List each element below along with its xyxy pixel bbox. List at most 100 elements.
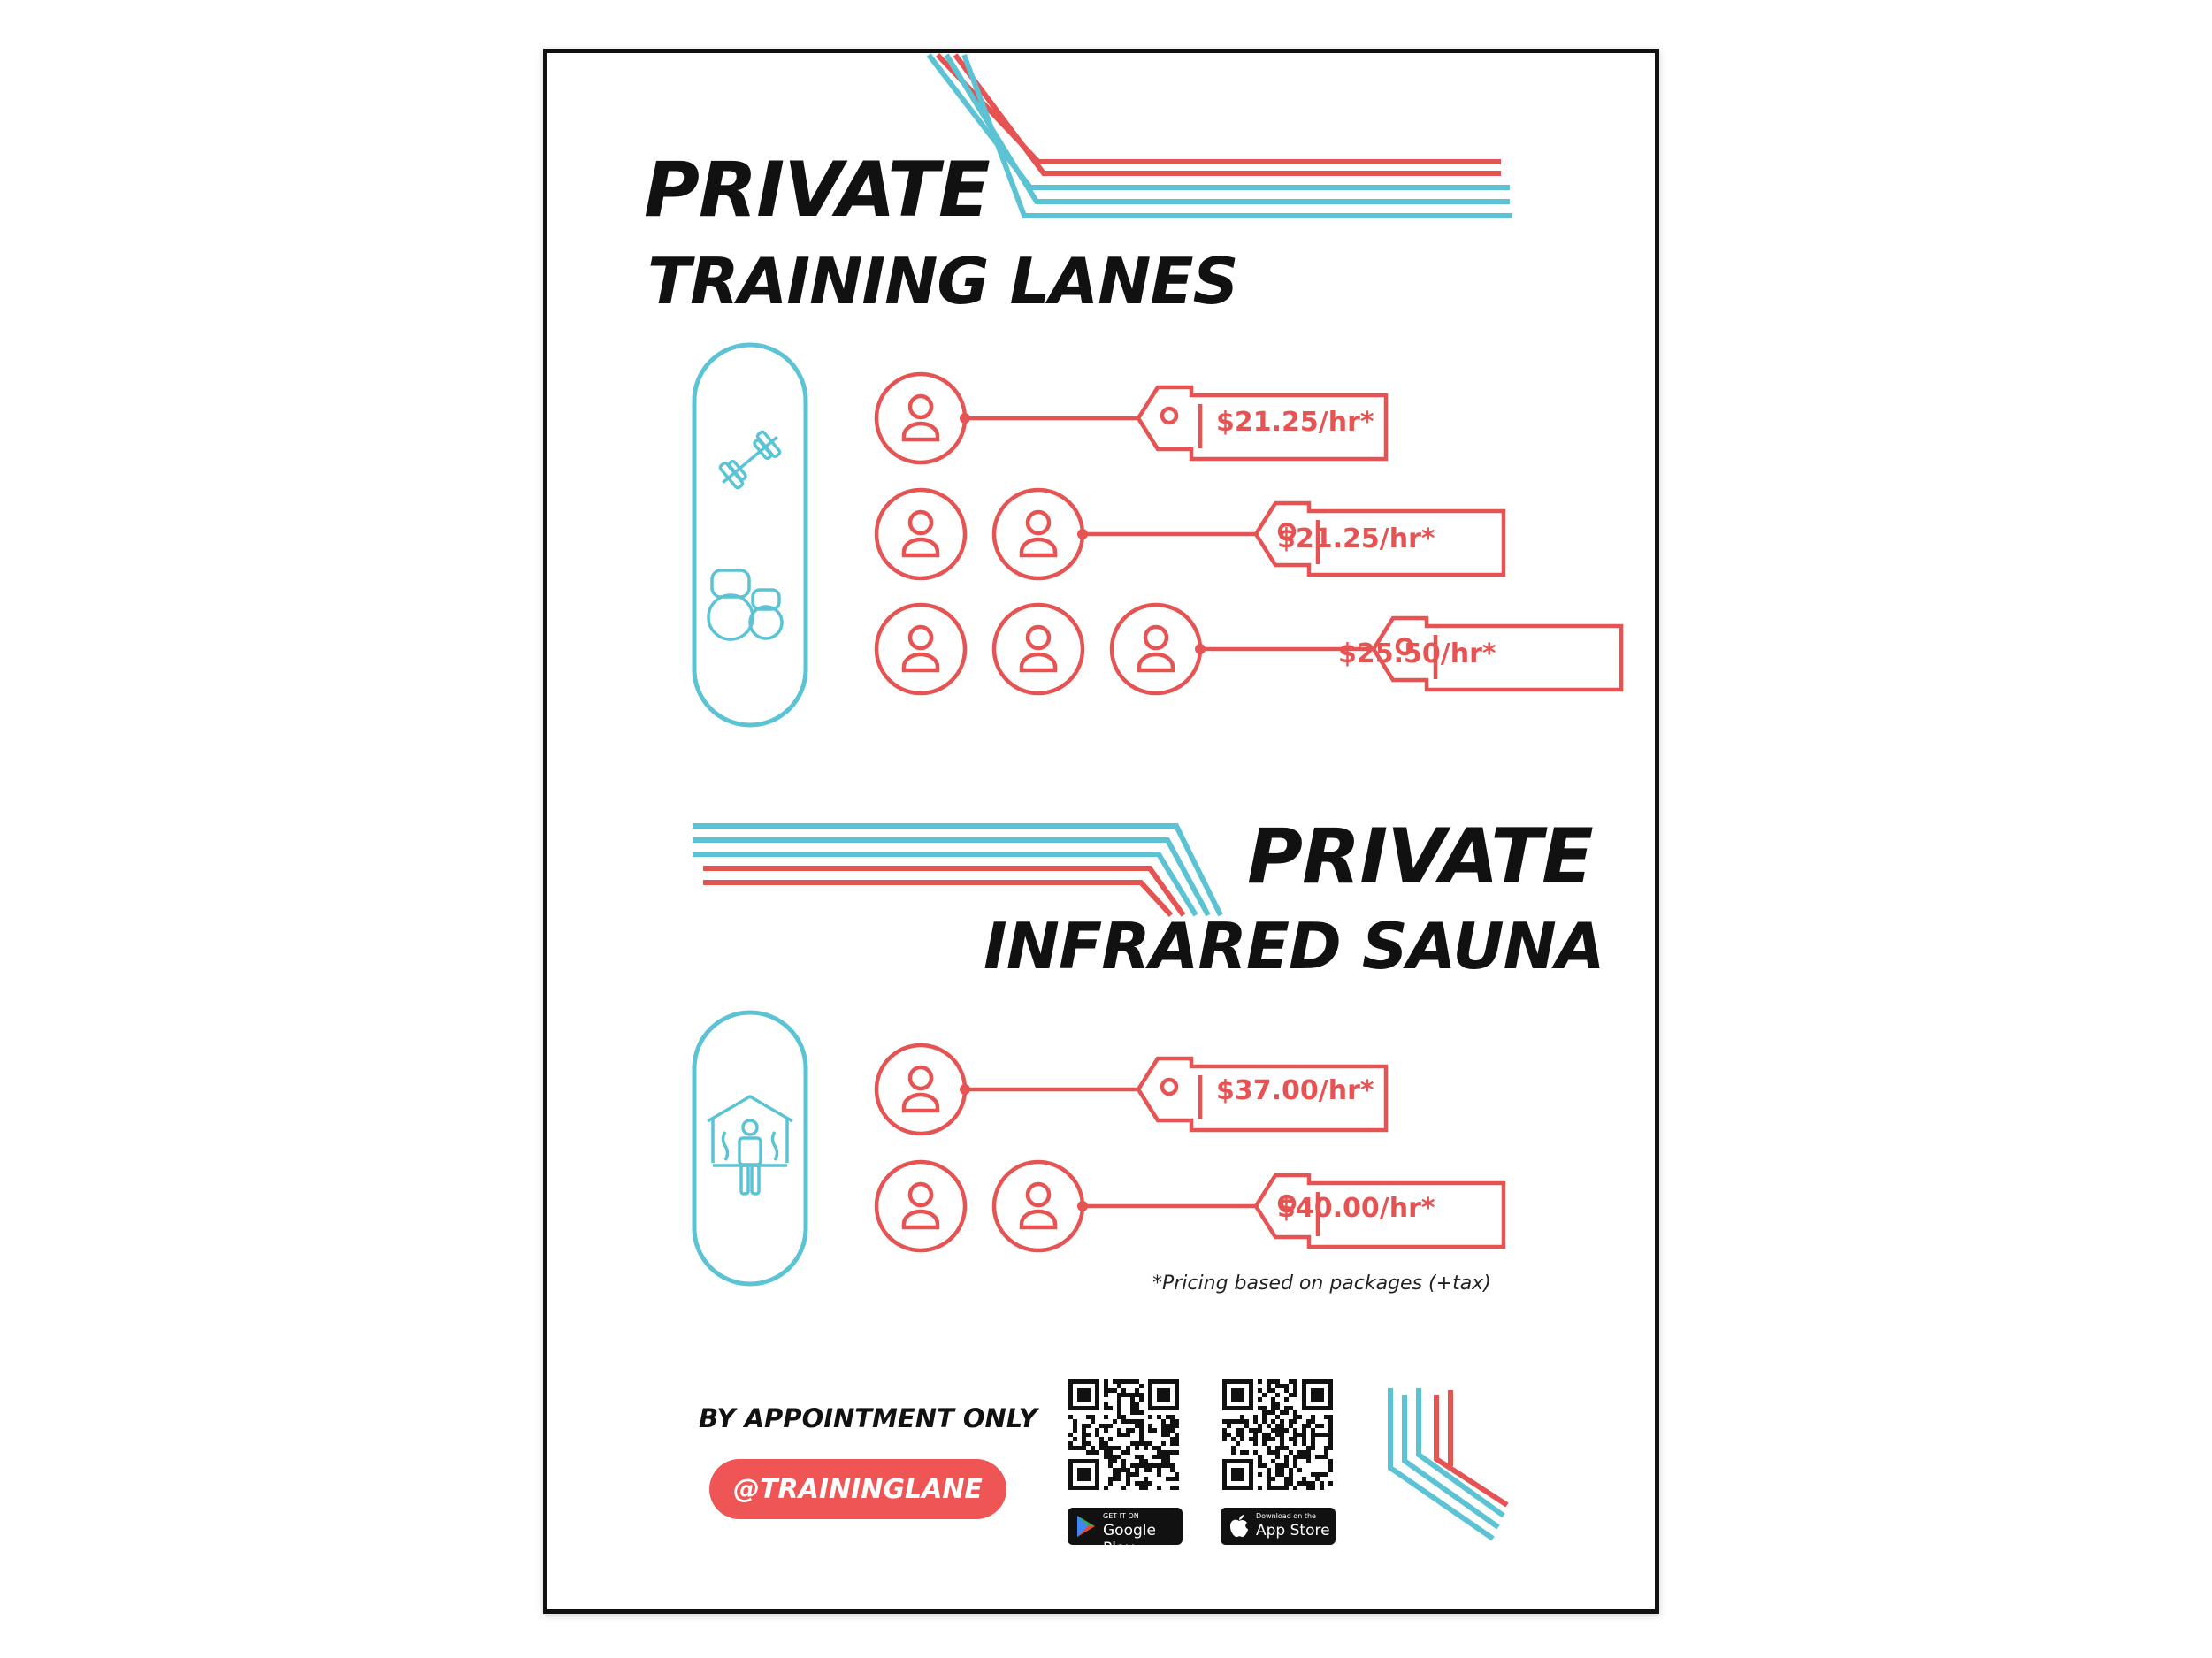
price-tag [1371, 615, 1624, 692]
qr-module [1328, 1419, 1333, 1424]
qr-module [1161, 1428, 1166, 1433]
qr-module [1135, 1424, 1139, 1428]
qr-module [1104, 1455, 1108, 1459]
qr-module [1082, 1428, 1086, 1433]
qr-module [1121, 1388, 1126, 1393]
qr-module [1320, 1472, 1324, 1477]
qr-module [1267, 1477, 1271, 1481]
qr-module [1253, 1428, 1258, 1433]
price-training-2: $21.25/hr* [1277, 523, 1435, 554]
qr-module [1280, 1441, 1284, 1446]
qr-module [1108, 1463, 1113, 1468]
qr-module [1175, 1450, 1179, 1455]
app-store-badge[interactable]: Download on the App Store [1221, 1508, 1336, 1545]
qr-module [1068, 1441, 1073, 1446]
qr-module [1284, 1406, 1289, 1410]
qr-module [1289, 1437, 1293, 1441]
qr-module [1139, 1419, 1144, 1424]
person-head [1025, 509, 1052, 536]
qr-module [1091, 1415, 1095, 1419]
qr-module [1104, 1388, 1108, 1393]
qr-module [1249, 1437, 1253, 1441]
qr-module [1284, 1410, 1289, 1415]
qr-module [1227, 1433, 1231, 1437]
qr-module [1130, 1402, 1135, 1406]
qr-module [1320, 1433, 1324, 1437]
qr-module [1267, 1437, 1271, 1441]
qr-module [1297, 1415, 1302, 1419]
qr-module [1275, 1384, 1280, 1388]
qr-module [1284, 1486, 1289, 1490]
qr-module [1113, 1477, 1117, 1481]
qr-module [1121, 1379, 1126, 1384]
price-tag-outline [1253, 1173, 1506, 1249]
qr-module [1108, 1455, 1113, 1459]
apple-icon [1230, 1515, 1248, 1538]
qr-module [1284, 1446, 1289, 1450]
qr-module [1293, 1455, 1297, 1459]
person-circle [874, 1159, 968, 1253]
sauna-title-line2: INFRARED SAUNA [984, 909, 1605, 983]
qr-module [1236, 1433, 1240, 1437]
qr-module [1086, 1441, 1091, 1446]
qr-module [1311, 1481, 1315, 1486]
qr-module [1271, 1477, 1275, 1481]
qr-module [1144, 1459, 1148, 1463]
qr-module [1148, 1468, 1152, 1472]
qr-module [1280, 1463, 1284, 1468]
qr-finder-core [1157, 1388, 1170, 1402]
qr-module [1117, 1406, 1121, 1410]
qr-module [1166, 1424, 1170, 1428]
qr-module [1231, 1437, 1236, 1441]
qr-module [1139, 1410, 1144, 1415]
qr-module [1289, 1424, 1293, 1428]
person-icon [874, 602, 968, 696]
qr-module [1113, 1468, 1117, 1472]
qr-module [1284, 1384, 1289, 1388]
qr-module [1284, 1388, 1289, 1393]
qr-module [1170, 1437, 1175, 1441]
qr-module [1275, 1428, 1280, 1433]
qr-module [1253, 1415, 1258, 1419]
middle-stripe-decoration [693, 823, 1223, 918]
qr-module [1289, 1393, 1293, 1397]
qr-module [1275, 1450, 1280, 1455]
qr-module [1135, 1441, 1139, 1446]
qr-module [1170, 1428, 1175, 1433]
qr-module [1315, 1455, 1320, 1459]
qr-code-app-store[interactable] [1222, 1379, 1333, 1490]
qr-module [1284, 1459, 1289, 1463]
qr-module [1157, 1450, 1161, 1455]
qr-module [1293, 1388, 1297, 1393]
qr-module [1280, 1437, 1284, 1441]
qr-module [1166, 1477, 1170, 1481]
qr-module [1117, 1446, 1121, 1450]
barbell-icon [718, 430, 782, 490]
qr-module [1289, 1477, 1293, 1481]
qr-module [1121, 1463, 1126, 1468]
training-title-line1: PRIVATE [644, 146, 991, 234]
qr-module [1328, 1446, 1333, 1450]
qr-module [1139, 1455, 1144, 1459]
pricing-footnote: *Pricing based on packages (+tax) [1152, 1272, 1491, 1295]
qr-module [1284, 1428, 1289, 1433]
qr-module [1258, 1379, 1262, 1384]
qr-module [1293, 1459, 1297, 1463]
person-body [1019, 652, 1058, 673]
qr-module [1240, 1415, 1244, 1419]
qr-module [1126, 1419, 1130, 1424]
qr-module [1144, 1486, 1148, 1490]
qr-module [1311, 1486, 1315, 1490]
qr-module [1311, 1472, 1315, 1477]
qr-module [1311, 1419, 1315, 1424]
social-handle-button[interactable]: @TRAININGLANE [709, 1459, 1006, 1519]
qr-module [1280, 1428, 1284, 1433]
qr-code-google-play[interactable] [1068, 1379, 1179, 1490]
price-tag [1136, 1056, 1389, 1133]
qr-module [1236, 1441, 1240, 1446]
google-play-badge[interactable]: GET IT ON Google Play [1068, 1508, 1183, 1557]
qr-module [1175, 1424, 1179, 1428]
qr-module [1086, 1424, 1091, 1428]
qr-module [1161, 1433, 1166, 1437]
qr-module [1271, 1388, 1275, 1393]
